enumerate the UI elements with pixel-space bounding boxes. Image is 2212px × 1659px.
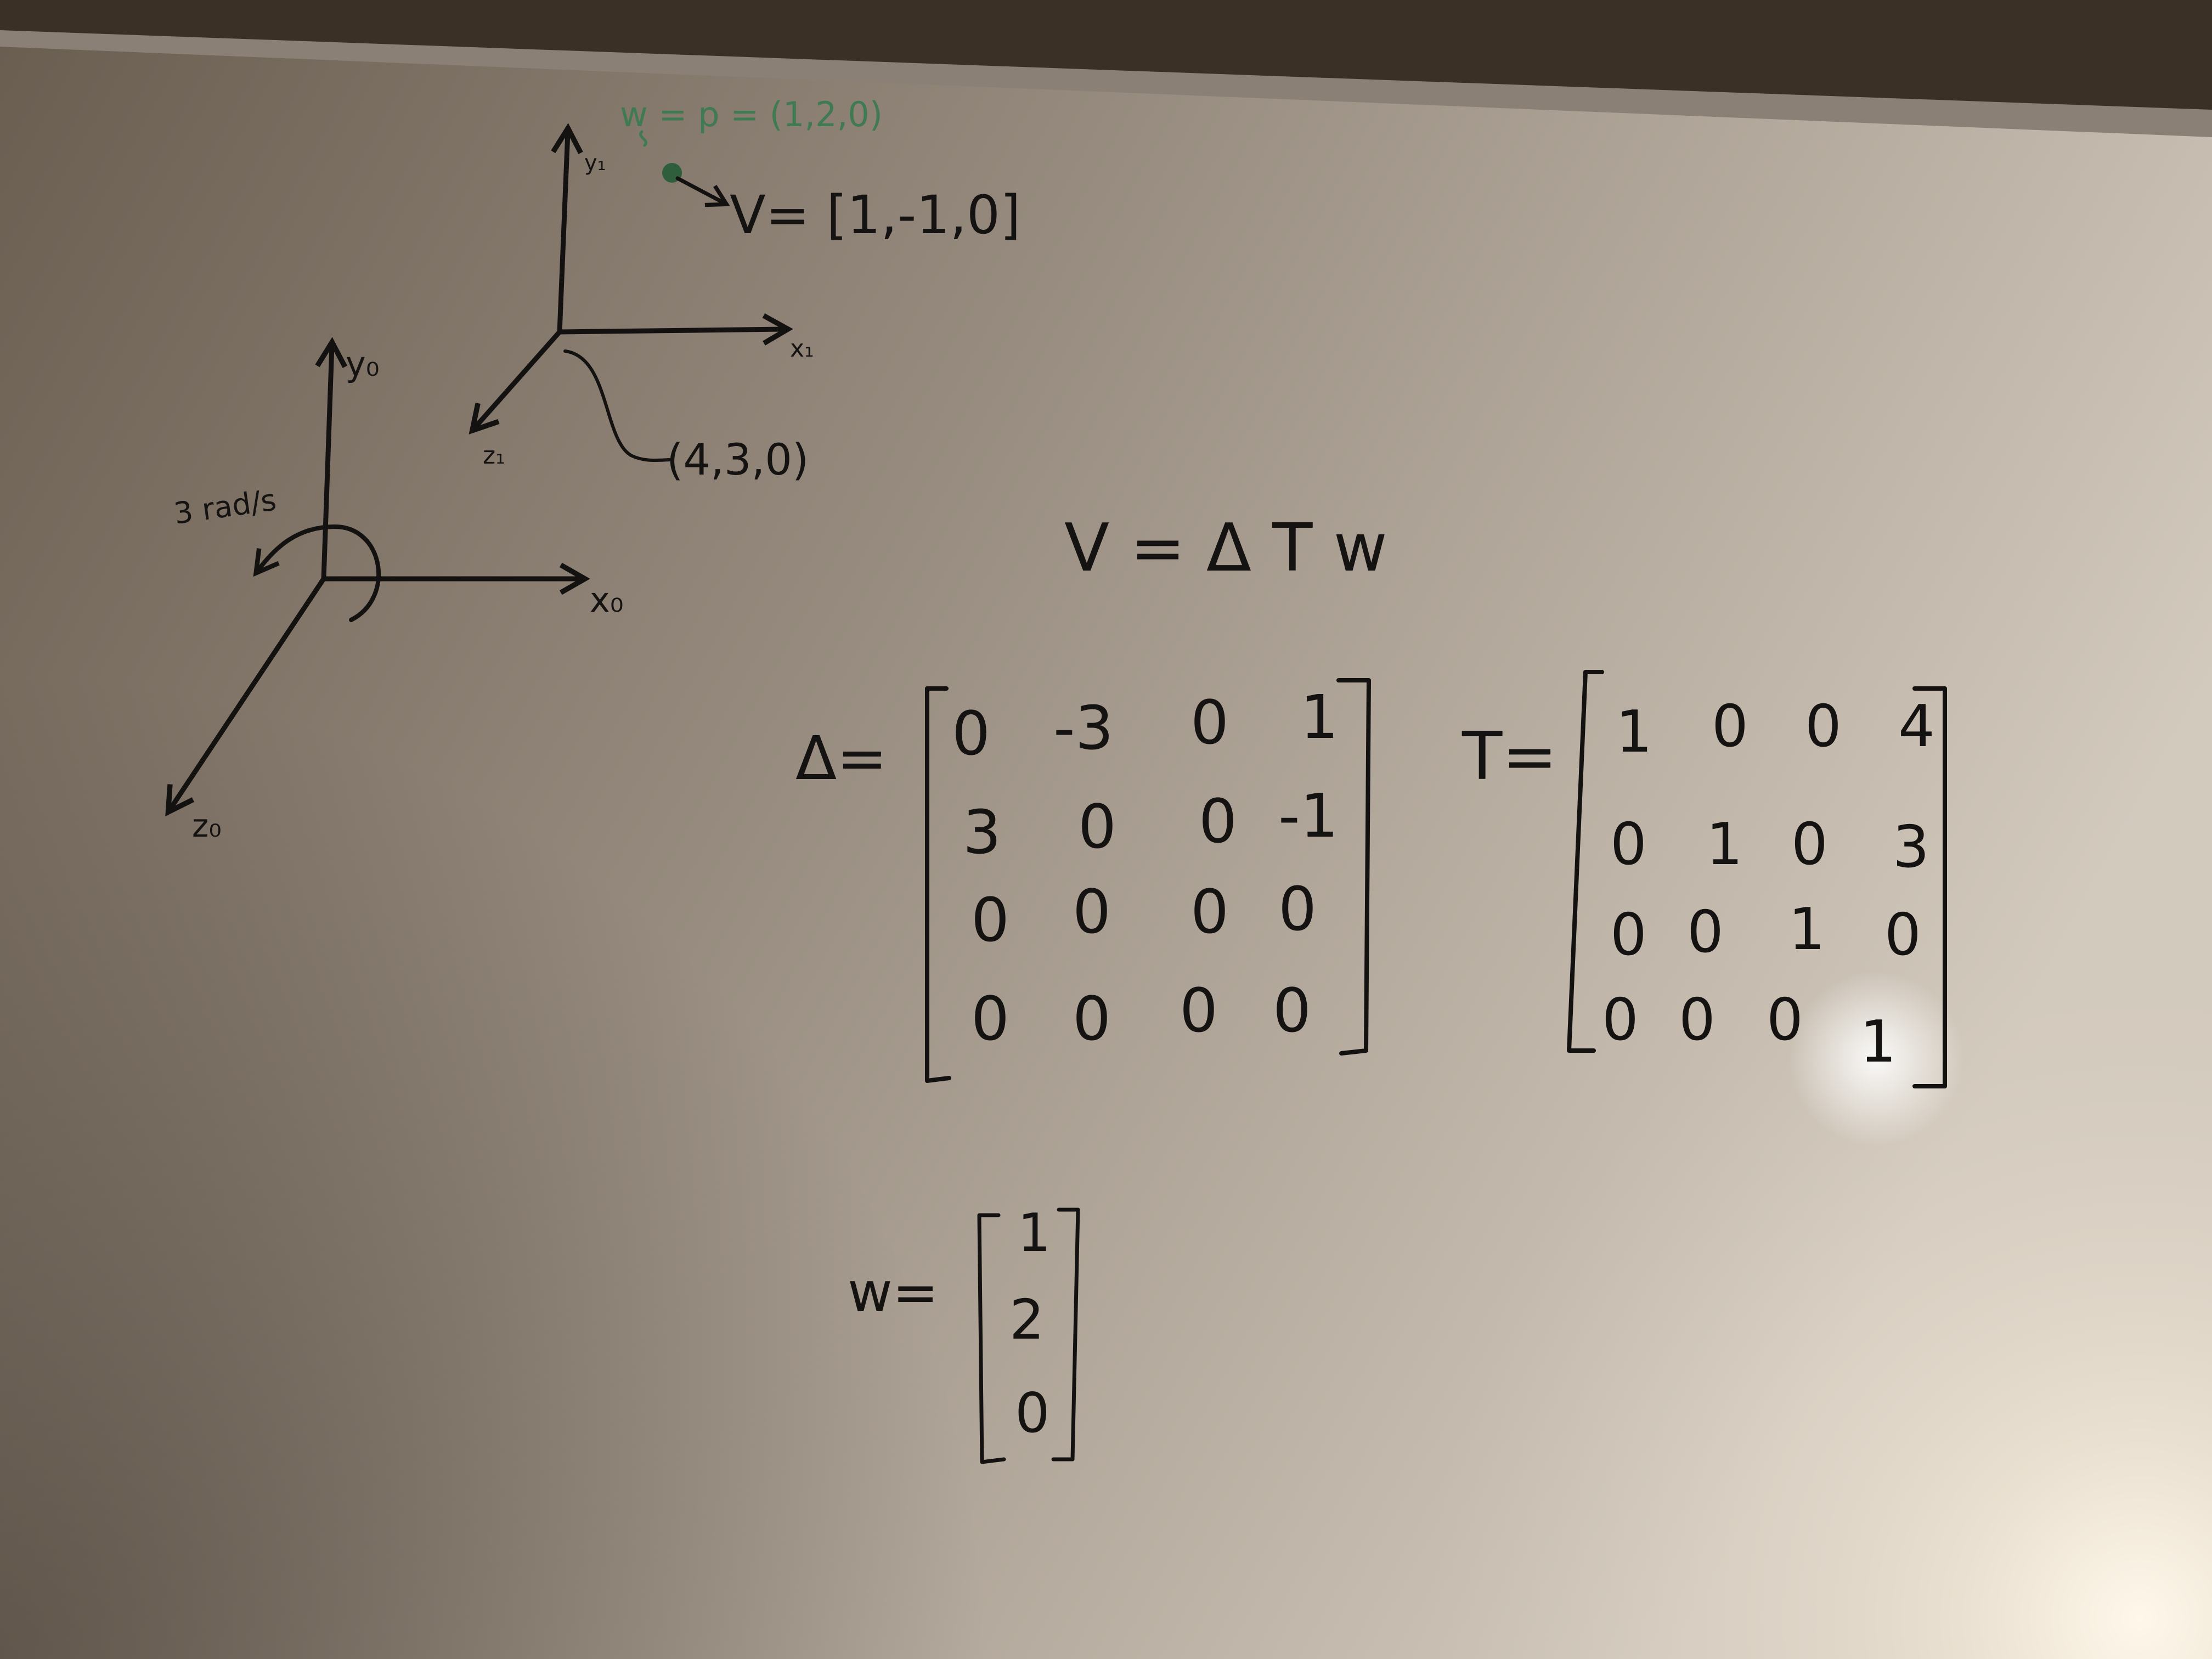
t-cell: 3 <box>1893 814 1929 881</box>
t-cell: 0 <box>1679 986 1716 1053</box>
delta-row-2: 0 0 0 0 <box>971 874 1317 955</box>
frame0-y-label: y₀ <box>346 344 380 384</box>
delta-cell: 0 <box>952 698 990 769</box>
t-cell: 1 <box>1860 1008 1897 1075</box>
t-cell: 1 <box>1706 811 1743 878</box>
point-label: w = p = (1,2,0) <box>620 94 883 134</box>
t-matrix: T= 1 0 0 4 0 1 0 3 0 0 1 0 0 0 0 1 <box>1462 670 1947 1088</box>
delta-label: Δ= <box>795 723 887 793</box>
main-equation: V = Δ T w <box>1064 510 1387 586</box>
frame0-z-label: z₀ <box>192 807 222 844</box>
delta-cell: 0 <box>1190 877 1229 947</box>
w-cell: 1 <box>1018 1203 1051 1263</box>
frame0-x-label: x₀ <box>590 580 624 620</box>
frame1-origin-label: (4,3,0) <box>667 436 809 485</box>
t-row-3: 0 0 0 1 <box>1602 986 1897 1075</box>
t-cell: 0 <box>1767 986 1803 1053</box>
delta-matrix: Δ= 0 -3 0 1 3 0 0 -1 0 0 0 0 0 0 0 0 <box>795 678 1371 1083</box>
frame1-x-label: x₁ <box>790 335 814 363</box>
t-cell: 0 <box>1687 899 1724 966</box>
delta-cell: -1 <box>1278 781 1339 851</box>
w-cell: 0 <box>1015 1381 1050 1445</box>
t-cell: 1 <box>1616 698 1652 765</box>
delta-cell: -3 <box>1053 693 1114 763</box>
frame1-axes: y₁ x₁ z₁ (4,3,0) <box>469 123 814 485</box>
t-cell: 0 <box>1610 811 1647 878</box>
t-label: T= <box>1462 719 1558 795</box>
t-cell: 0 <box>1712 693 1748 760</box>
delta-row-1: 3 0 0 -1 <box>963 781 1339 867</box>
glare-spot <box>1788 971 1964 1147</box>
delta-cell: 0 <box>1180 975 1218 1046</box>
delta-cell: 0 <box>1078 792 1116 862</box>
delta-cell: 0 <box>971 885 1009 955</box>
frame1-z-label: z₁ <box>483 442 505 470</box>
velocity-label: V= [1,-1,0] <box>730 184 1020 246</box>
t-cell: 0 <box>1602 986 1639 1053</box>
delta-row-3: 0 0 0 0 <box>971 975 1311 1054</box>
frame1-y-label: y₁ <box>584 150 606 176</box>
w-vector: w= 1 2 0 <box>848 1203 1080 1464</box>
delta-row-0: 0 -3 0 1 <box>952 682 1339 769</box>
w-label: w= <box>848 1260 939 1324</box>
delta-cell: 3 <box>963 797 1001 867</box>
delta-cell: 0 <box>1073 984 1111 1054</box>
t-row-2: 0 0 1 0 <box>1610 896 1921 968</box>
t-cell: 0 <box>1884 901 1921 968</box>
delta-cell: 0 <box>1190 687 1229 758</box>
delta-cell: 0 <box>971 984 1009 1054</box>
w-cell: 2 <box>1009 1288 1045 1352</box>
delta-cell: 0 <box>1273 975 1311 1046</box>
t-cell: 0 <box>1791 811 1828 878</box>
t-cell: 0 <box>1610 901 1647 968</box>
delta-cell: 1 <box>1300 682 1339 752</box>
delta-cell: 0 <box>1199 786 1237 856</box>
t-cell: 1 <box>1788 896 1825 963</box>
delta-cell: 0 <box>1278 874 1317 944</box>
t-cell: 4 <box>1898 693 1935 760</box>
t-cell: 0 <box>1805 693 1842 760</box>
t-row-0: 1 0 0 4 <box>1616 693 1935 765</box>
t-row-1: 0 1 0 3 <box>1610 811 1929 881</box>
point-annotation: w = p = (1,2,0) V= [1,-1,0] <box>620 94 1020 246</box>
delta-cell: 0 <box>1073 877 1111 947</box>
